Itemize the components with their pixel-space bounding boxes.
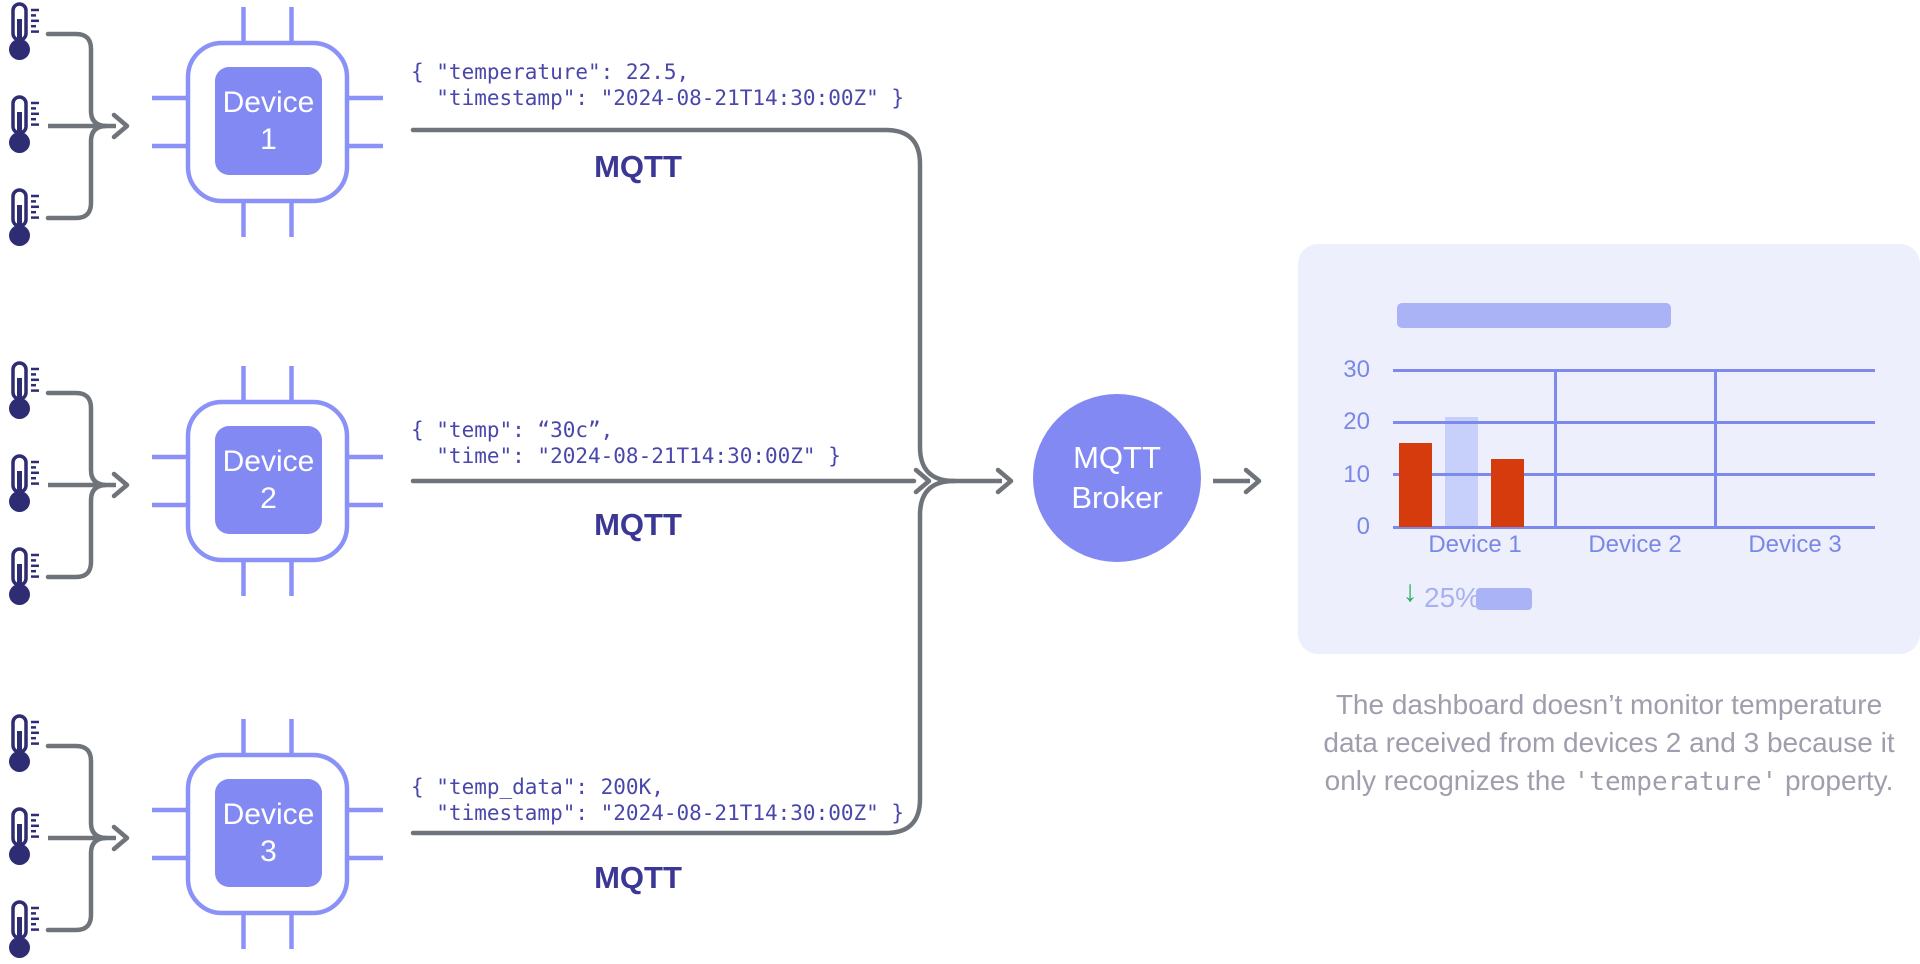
thermometer-bulb: [9, 39, 30, 60]
sensor-arrowhead-icon: [111, 112, 130, 140]
mqtt-protocol-label-1: MQTT: [594, 149, 682, 184]
sensor-bracket: [45, 31, 108, 129]
thermometer-bulb: [9, 937, 30, 958]
chip-outline: [185, 40, 350, 204]
caption-line-2: data received from devices 2 and 3 becau…: [1323, 727, 1895, 758]
column-divider: [1713, 370, 1717, 528]
junction-arrowhead-icon: [913, 467, 932, 495]
x-axis-label: Device 1: [1428, 531, 1522, 558]
sensor-bracket: [45, 743, 108, 841]
device-1-chip-label: Device 1: [222, 86, 315, 156]
thermometer-bulb: [9, 225, 30, 246]
column-divider: [1553, 370, 1557, 528]
y-axis-tick-label: 30: [1343, 356, 1370, 383]
mqtt-broker-label-line1: MQTT: [1073, 440, 1161, 475]
sensor-arrowhead-icon: [111, 471, 130, 499]
payload-json-device2: { "temp": “30c”, "time": "2024-08-21T14:…: [411, 418, 841, 468]
y-axis-tick-label: 10: [1343, 460, 1370, 488]
caption-code-snippet: 'temperature': [1573, 767, 1778, 797]
mqtt-protocol-label-2: MQTT: [594, 507, 682, 542]
trend-value: 25%: [1424, 582, 1481, 613]
trend-label-placeholder: [1476, 588, 1532, 610]
gridline: [1393, 473, 1875, 477]
payload-json-device3: { "temp_data": 200K, "timestamp": "2024-…: [411, 775, 905, 825]
caption-line-3: only recognizes the 'temperature' proper…: [1324, 765, 1894, 797]
bar-device-1: [1491, 458, 1524, 527]
gridline: [1393, 420, 1875, 424]
sensor-bracket: [45, 123, 108, 221]
y-axis-tick-label: 0: [1356, 513, 1370, 540]
y-axis-tick-label: 20: [1343, 408, 1370, 436]
mqtt-protocol-label-3: MQTT: [594, 860, 682, 895]
chart-title-placeholder: [1397, 303, 1671, 328]
bar-device-1: [1399, 443, 1432, 527]
chip-core: [215, 67, 322, 175]
chip-core: [215, 426, 322, 534]
sensor-bracket: [45, 390, 108, 488]
chip-outline: [185, 399, 350, 563]
thermometer-bulb: [9, 398, 30, 419]
thermometer-bulb: [9, 751, 30, 772]
sensor-arrowhead-icon: [111, 824, 130, 852]
thermometer-bulb: [9, 132, 30, 153]
gridline: [1393, 525, 1875, 529]
trend-down-icon: ↓: [1402, 575, 1418, 608]
mqtt-flow-line: [410, 478, 957, 836]
mqtt-broker-circle: [1033, 394, 1201, 562]
thermometer-bulb: [9, 844, 30, 865]
thermometer-bulb: [9, 491, 30, 512]
gridline: [1393, 368, 1875, 372]
payload-json-device1: { "temperature": 22.5, "timestamp": "202…: [411, 60, 905, 110]
sensor-bracket: [45, 835, 108, 933]
broker-out-arrowhead-icon: [1243, 467, 1262, 495]
figure-caption: The dashboard doesn’t monitor temperatur…: [1288, 686, 1920, 801]
sensor-bracket: [45, 482, 108, 580]
caption-line-1: The dashboard doesn’t monitor temperatur…: [1335, 689, 1883, 720]
mqtt-broker-label-line2: Broker: [1071, 480, 1163, 515]
chip-core: [215, 779, 322, 887]
bar-device-1: [1445, 417, 1478, 527]
thermometer-bulb: [9, 584, 30, 605]
broker-in-arrowhead-icon: [995, 467, 1014, 495]
device-3-chip-label: Device 3: [222, 798, 315, 868]
x-axis-label: Device 3: [1748, 531, 1842, 558]
device-2-chip-label: Device 2: [222, 445, 315, 515]
mqtt-flow-line: [410, 127, 957, 484]
mqtt-broker-label: MQTT Broker: [1033, 438, 1201, 518]
chip-outline: [185, 752, 350, 916]
x-axis-label: Device 2: [1588, 531, 1682, 558]
